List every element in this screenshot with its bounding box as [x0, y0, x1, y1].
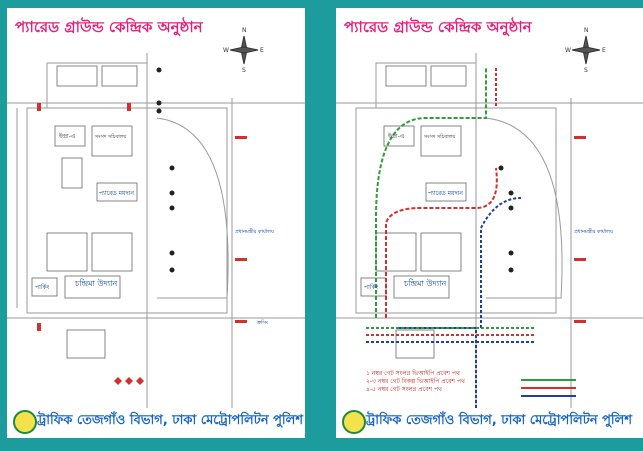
compass-n: N	[242, 27, 247, 34]
compass-w: W	[565, 47, 571, 54]
legend-item: ১ নম্বর গেট সংলগ্ন ভিআইপি প্রবেশ পথ	[366, 370, 460, 377]
park-label: চন্দ্রিমা উদ্যান	[403, 278, 446, 288]
compass-e: E	[602, 47, 606, 54]
map-panel-right: প্যারেড গ্রাউন্ড কেন্দ্রিক অনুষ্ঠান	[336, 8, 643, 438]
parade-ground-label: প্যারেড ময়দান	[428, 190, 463, 197]
compass-e: E	[260, 47, 264, 54]
road-map: N S E W চন্দ্রিমা উদ্যান পার্কিং প্রধানম…	[7, 27, 305, 408]
crossing-label: ক্রসিং	[256, 320, 268, 326]
police-seal-icon	[13, 410, 37, 434]
compass-icon	[229, 35, 259, 65]
compass-w: W	[223, 47, 229, 54]
compass-icon	[571, 35, 601, 65]
parade-ground-label: প্যারেড ময়দান	[99, 190, 134, 197]
map-title: প্যারেড গ্রাউন্ড কেন্দ্রিক অনুষ্ঠান	[344, 18, 532, 36]
map-footer: ট্রাফিক তেজগাঁও বিভাগ, ঢাকা মেট্রোপলিটন …	[37, 413, 304, 428]
route-legend: ১ নম্বর গেট সংলগ্ন ভিআইপি প্রবেশ পথ ২-৩ …	[366, 370, 465, 394]
ext-label: ইন্দ্রা-এ	[387, 133, 404, 140]
map-footer: ট্রাফিক তেজগাঁও বিভাগ, ঢাকা মেট্রোপলিটন …	[366, 413, 633, 428]
route-map: N S E W চন্দ্রিমা উদ্যান পার্কিং প্রধানম…	[336, 27, 643, 408]
compass-s: S	[242, 67, 246, 74]
parking-label: পার্কিং	[364, 284, 379, 291]
compass-n: N	[584, 27, 589, 34]
pm-office-label: প্রধানমন্ত্রীর কার্যালয়	[235, 228, 275, 235]
building-label: সংসদ সচিবালয়	[94, 134, 127, 140]
police-seal-icon	[342, 410, 366, 434]
park-label: চন্দ্রিমা উদ্যান	[74, 278, 117, 288]
building-label: সংসদ সচিবালয়	[423, 134, 456, 140]
legend-item: ৪-৫ নম্বর গেট সংলগ্ন প্রবেশ পথ	[366, 386, 442, 393]
legend-item: ২-৩ নম্বর গেট বিকল্প ভিআইপি প্রবেশ পথ	[366, 378, 465, 385]
map-title: প্যারেড গ্রাউন্ড কেন্দ্রিক অনুষ্ঠান	[15, 18, 203, 36]
map-panel-left: প্যারেড গ্রাউন্ড কেন্দ্রিক অনুষ্ঠান	[7, 8, 305, 438]
compass-s: S	[584, 67, 588, 74]
pm-office-label: প্রধানমন্ত্রীর কার্যালয়	[574, 228, 614, 235]
parking-label: পার্কিং	[35, 284, 50, 291]
ext-label: ইন্দ্রা-এ	[58, 133, 75, 140]
